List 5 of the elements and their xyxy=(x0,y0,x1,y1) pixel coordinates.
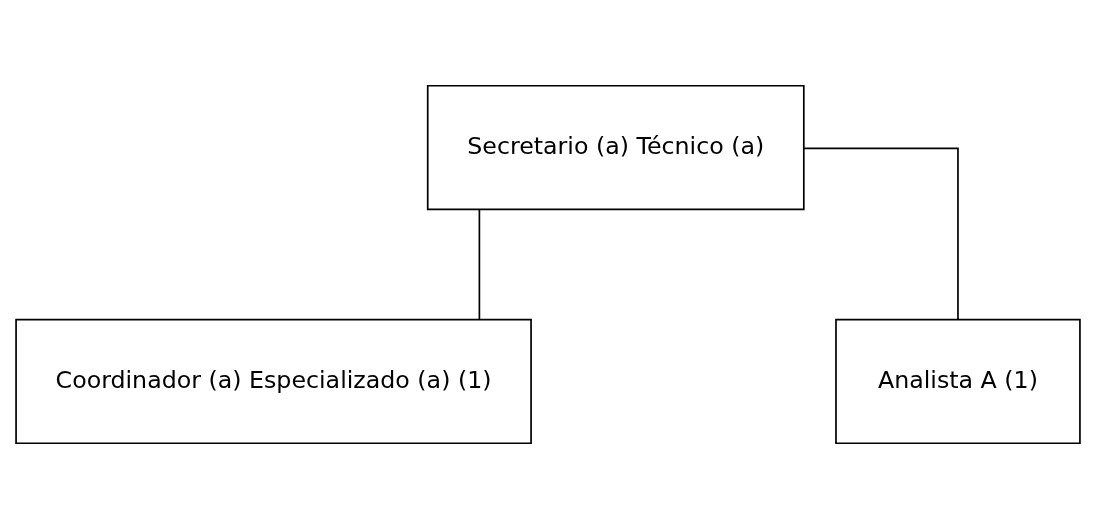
node-box: Secretario (a) Técnico (a) xyxy=(426,84,805,211)
node-box: Analista A (1) xyxy=(835,318,1081,445)
node-box: Coordinador (a) Especializado (a) (1) xyxy=(15,318,532,445)
connector xyxy=(478,208,481,320)
connector xyxy=(803,147,959,320)
